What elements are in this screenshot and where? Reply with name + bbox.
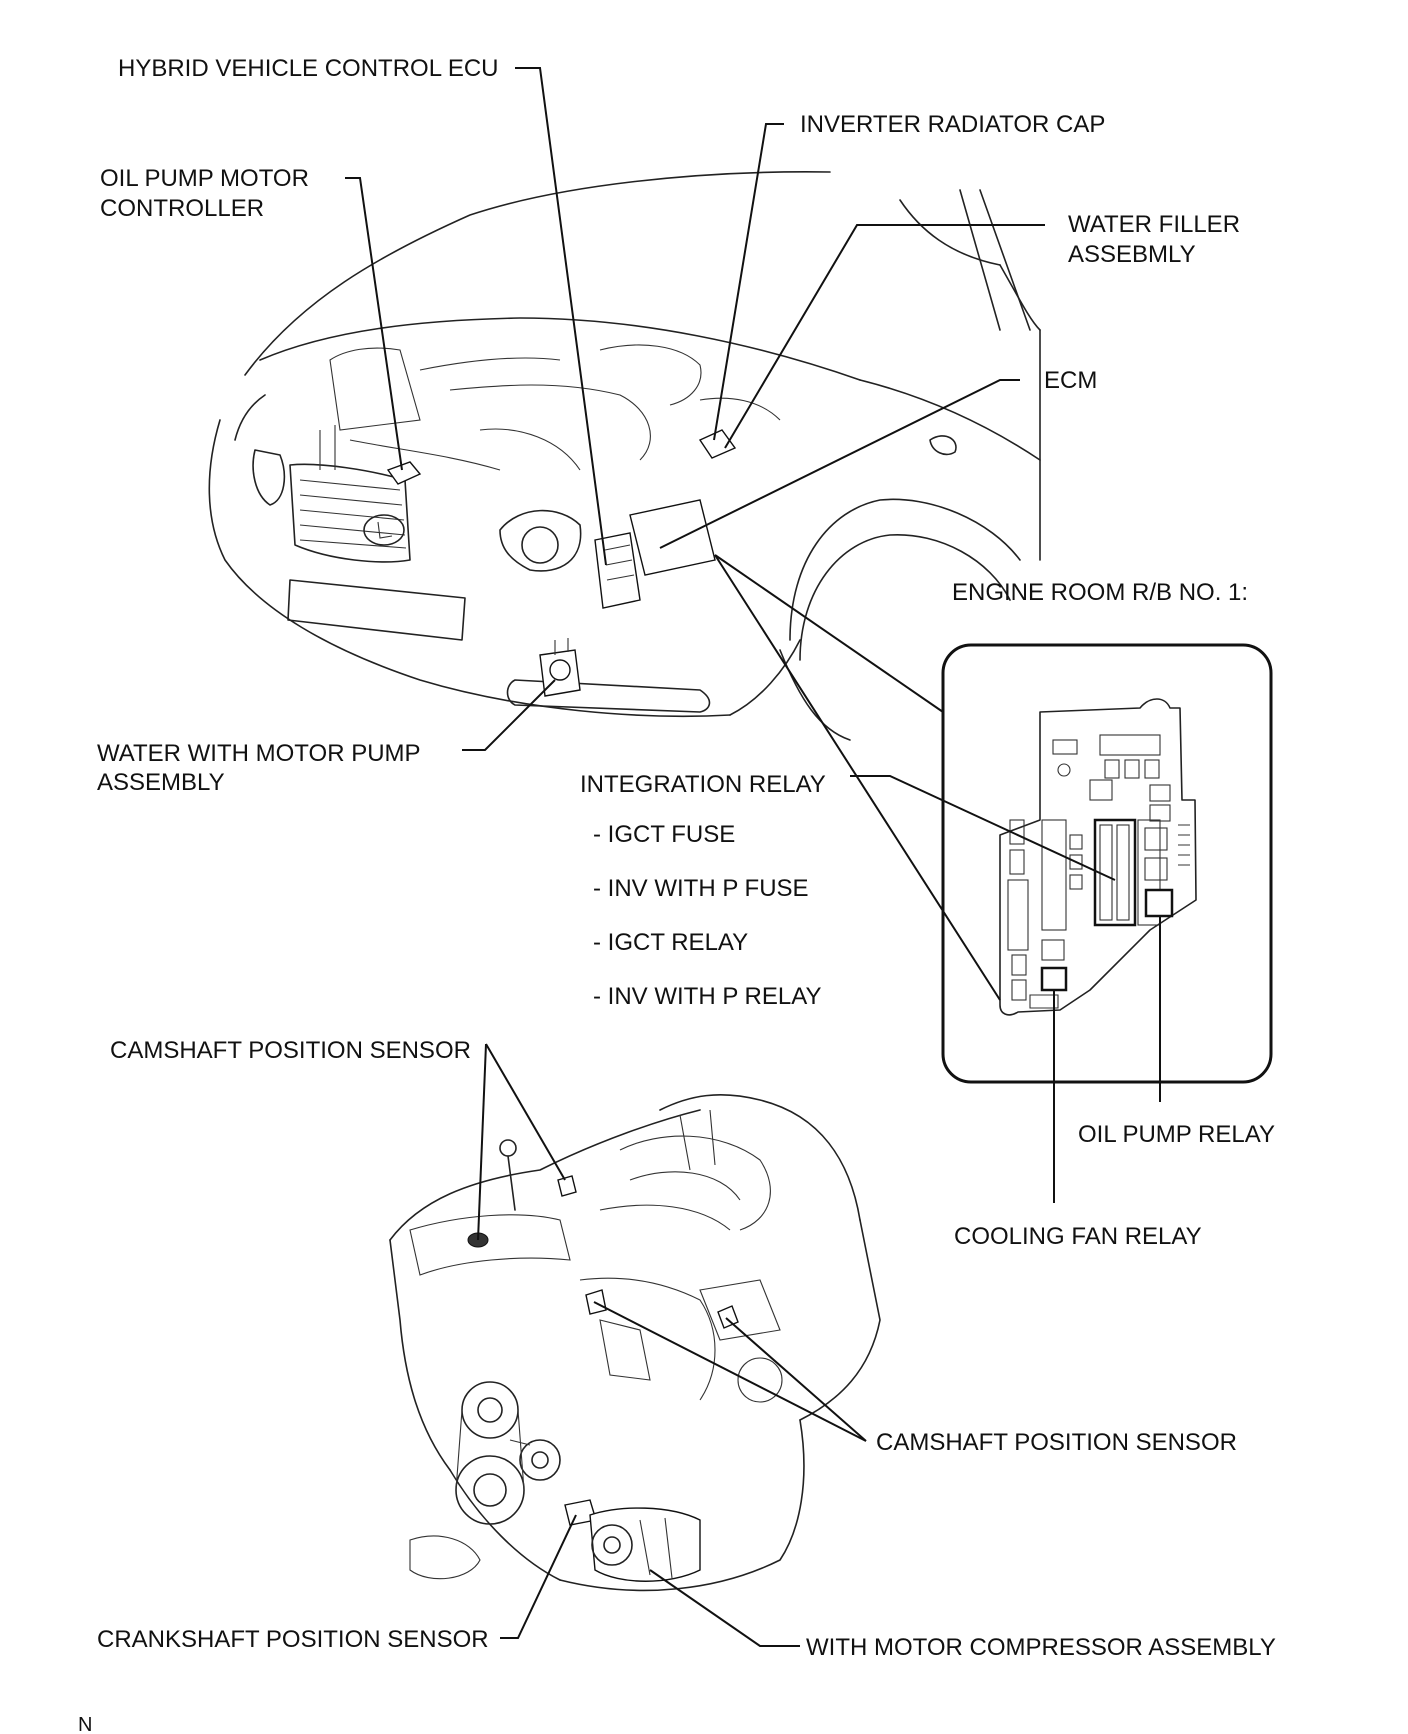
label-integration-relay: INTEGRATION RELAY xyxy=(580,771,826,798)
label-engine-room-rb-no1: ENGINE ROOM R/B NO. 1: xyxy=(952,579,1248,606)
label-with-motor-compressor-assembly: WITH MOTOR COMPRESSOR ASSEMBLY xyxy=(806,1634,1276,1661)
engine-room-rb-inset xyxy=(941,643,1273,1084)
label-inverter-radiator-cap: INVERTER RADIATOR CAP xyxy=(800,111,1105,138)
figure-code: N xyxy=(78,1714,92,1734)
label-ecm: ECM xyxy=(1044,367,1097,394)
label-oil-pump-relay: OIL PUMP RELAY xyxy=(1078,1121,1275,1148)
label-oil-pump-motor-controller-line1: OIL PUMP MOTOR xyxy=(100,165,309,192)
label-water-with-motor-pump-line2: ASSEMBLY xyxy=(97,769,225,796)
label-cooling-fan-relay: COOLING FAN RELAY xyxy=(954,1223,1202,1250)
label-igct-relay: - IGCT RELAY xyxy=(593,929,748,956)
label-crankshaft-position-sensor: CRANKSHAFT POSITION SENSOR xyxy=(97,1626,489,1653)
engine-illustration xyxy=(389,1094,881,1592)
label-camshaft-position-sensor-right: CAMSHAFT POSITION SENSOR xyxy=(876,1429,1237,1456)
label-hybrid-vehicle-control-ecu: HYBRID VEHICLE CONTROL ECU xyxy=(118,55,499,82)
label-inv-with-p-relay: - INV WITH P RELAY xyxy=(593,983,821,1010)
label-oil-pump-motor-controller-line2: CONTROLLER xyxy=(100,195,264,222)
label-water-with-motor-pump-line1: WATER WITH MOTOR PUMP xyxy=(97,740,421,767)
car-illustration xyxy=(208,171,1041,741)
leader-lines xyxy=(345,67,1161,1647)
label-water-filler-assembly-line1: WATER FILLER xyxy=(1068,211,1240,238)
label-igct-fuse: - IGCT FUSE xyxy=(593,821,735,848)
label-water-filler-assembly-line2: ASSEBMLY xyxy=(1068,241,1196,268)
label-inv-with-p-fuse: - INV WITH P FUSE xyxy=(593,875,809,902)
label-camshaft-position-sensor-top: CAMSHAFT POSITION SENSOR xyxy=(110,1037,471,1064)
